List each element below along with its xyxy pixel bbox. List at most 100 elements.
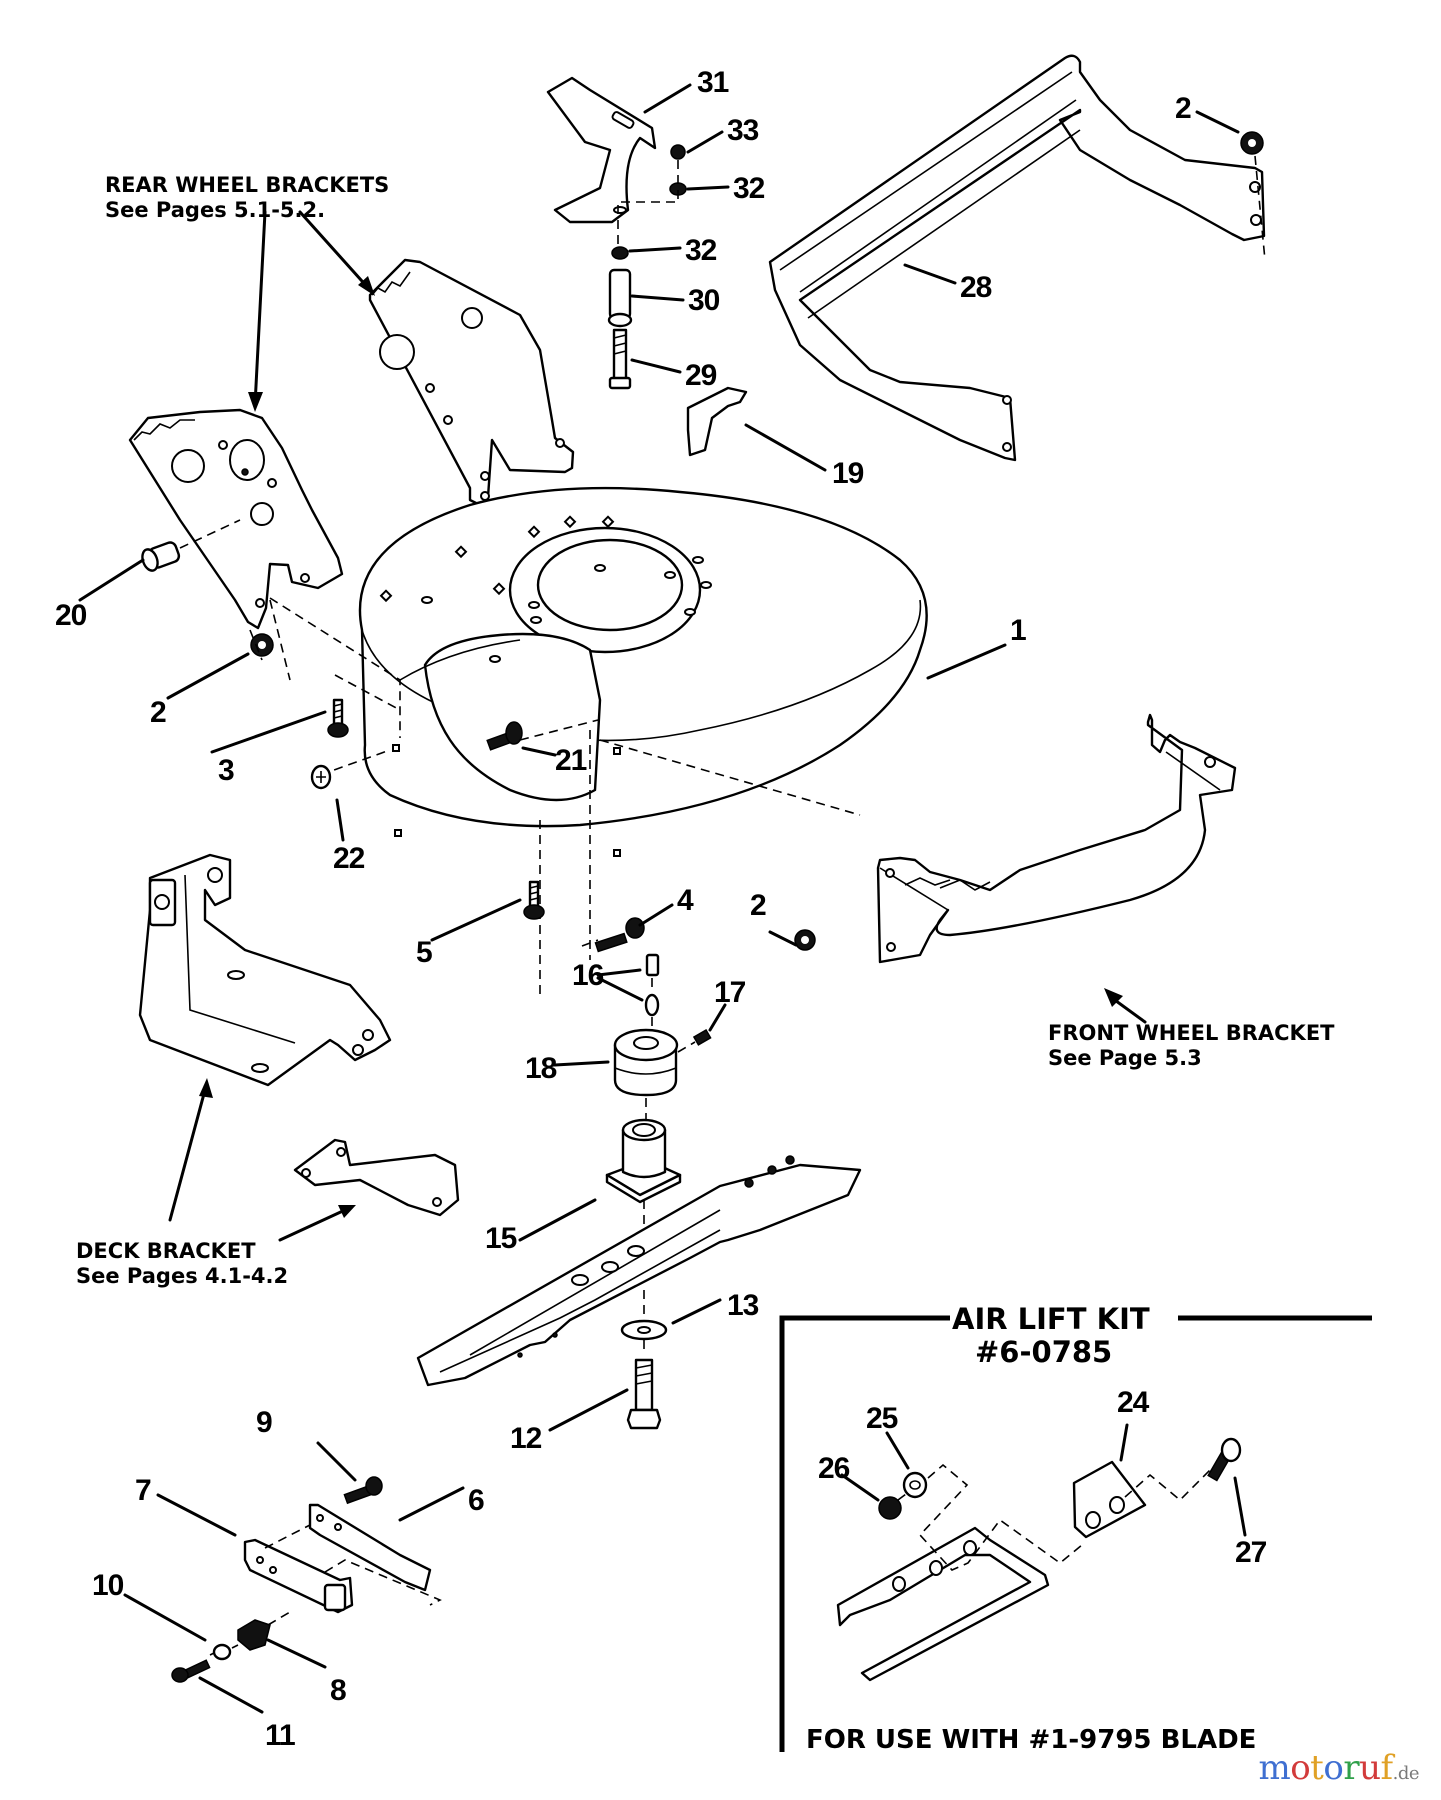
watermark-letter: o <box>1290 1748 1311 1788</box>
part-32-washer-lower <box>611 246 629 260</box>
assembly-line <box>209 1611 291 1656</box>
label-page-ref: See Pages 4.1-4.2 <box>76 1264 288 1288</box>
callout-2: 2 <box>750 889 766 922</box>
rear-wheel-bracket-upper <box>368 258 575 507</box>
part-27-bolt <box>1207 1437 1242 1482</box>
front-wheel-bracket <box>876 713 1237 964</box>
callout-13: 13 <box>727 1289 759 1322</box>
callout-29: 29 <box>685 359 717 392</box>
callout-10: 10 <box>92 1569 124 1602</box>
air-lift-kit-heading: AIR LIFT KIT #6-0785 <box>952 1302 1150 1369</box>
part-6-bracket <box>308 1503 432 1592</box>
callout-8: 8 <box>330 1674 346 1707</box>
air-lift-kit-frame-left <box>779 1315 950 1752</box>
callout-15: 15 <box>485 1222 517 1255</box>
assembly-line <box>249 599 291 681</box>
callout-22: 22 <box>333 842 365 875</box>
callout-16: 16 <box>572 959 604 992</box>
leader-lines <box>78 83 1247 1714</box>
deck-bracket-plate <box>293 1138 460 1217</box>
part-16-keys <box>644 953 660 1017</box>
part-2-nut-front <box>794 929 816 951</box>
callout-5: 5 <box>416 936 432 969</box>
part-30-spacer <box>607 268 633 328</box>
label-rear-wheel-brackets: REAR WHEEL BRACKETS See Pages 5.1-5.2. <box>105 173 389 222</box>
arrowhead <box>358 276 375 296</box>
callout-2: 2 <box>1175 92 1191 125</box>
assembly-line <box>677 1041 696 1053</box>
callout-28: 28 <box>960 271 992 304</box>
part-20-bushing <box>141 541 181 572</box>
callout-30: 30 <box>688 284 720 317</box>
part-26-nut <box>878 1496 902 1520</box>
callout-25: 25 <box>866 1402 898 1435</box>
watermark-tld: .de <box>1392 1763 1420 1784</box>
label-front-wheel-bracket: FRONT WHEEL BRACKET See Page 5.3 <box>1048 1021 1335 1070</box>
part-29-bolt <box>608 328 632 390</box>
callout-12: 12 <box>510 1422 542 1455</box>
part-13-washer <box>620 1319 668 1341</box>
callout-11: 11 <box>265 1719 295 1752</box>
watermark-letter: f <box>1380 1748 1394 1788</box>
arrowhead <box>248 392 263 412</box>
label-title: REAR WHEEL BRACKETS <box>105 173 389 197</box>
callout-32: 32 <box>733 172 765 205</box>
part-4-screw <box>594 917 645 953</box>
callout-7: 7 <box>135 1474 151 1507</box>
assembly-line <box>334 674 401 711</box>
assembly-line <box>264 1524 442 1606</box>
callout-3: 3 <box>218 754 234 787</box>
arrowhead <box>199 1078 213 1098</box>
assembly-line <box>269 597 401 738</box>
part-9-screw <box>343 1476 383 1505</box>
part-17-setscrew <box>692 1029 712 1046</box>
assembly-line <box>319 749 391 776</box>
callout-27: 27 <box>1235 1536 1267 1569</box>
callout-26: 26 <box>818 1452 850 1485</box>
leader-front-wheel-bracket <box>1110 996 1147 1024</box>
assembly-line <box>519 719 599 741</box>
assembly-line <box>581 939 599 947</box>
label-page-ref: See Page 5.3 <box>1048 1046 1202 1070</box>
part-22-washer <box>310 764 332 790</box>
leader-deck-bracket-2 <box>278 1208 347 1242</box>
callout-24: 24 <box>1117 1386 1150 1419</box>
part-21-bolt <box>486 721 523 751</box>
part-12-bolt <box>626 1358 662 1430</box>
assembly-line <box>617 160 679 260</box>
leader-deck-bracket-1 <box>168 1088 207 1222</box>
watermark-letter: m <box>1258 1748 1291 1788</box>
part-3-screw <box>327 698 349 738</box>
rear-wheel-bracket-lower <box>128 408 344 630</box>
callout-18: 18 <box>525 1052 557 1085</box>
arrowhead <box>338 1205 356 1218</box>
part-8-clip <box>237 1619 271 1651</box>
part-24-air-lift-wing <box>1072 1460 1147 1539</box>
callout-31: 31 <box>697 66 729 99</box>
watermark-letter: r <box>1343 1748 1360 1788</box>
leader-rear-wheel-bracket-2 <box>298 210 372 292</box>
part-19-clip <box>686 386 748 457</box>
callout-4: 4 <box>677 884 694 917</box>
assembly-line <box>589 730 861 960</box>
air-lift-blade-section <box>836 1526 1050 1682</box>
part-11-screw <box>171 1659 211 1683</box>
air-lift-kit-title: AIR LIFT KIT <box>952 1302 1150 1336</box>
part-2-nut-top <box>1240 131 1266 261</box>
assembly-line <box>179 519 241 549</box>
part-33-nut <box>670 144 686 160</box>
part-5-screw <box>523 880 545 920</box>
label-title: DECK BRACKET <box>76 1239 256 1263</box>
air-lift-kit-part-number: #6-0785 <box>975 1335 1112 1369</box>
watermark-letter: u <box>1359 1748 1381 1788</box>
part-7-bracket <box>243 1538 354 1614</box>
part-31-bracket <box>546 76 657 224</box>
assembly-line <box>918 1463 1083 1571</box>
label-title: FRONT WHEEL BRACKET <box>1048 1021 1335 1045</box>
part-10-washer <box>212 1643 232 1661</box>
part-25-washer <box>902 1471 928 1499</box>
assembly-line <box>897 1493 907 1501</box>
part-1-deck-housing <box>358 486 928 857</box>
callout-33: 33 <box>727 114 759 147</box>
